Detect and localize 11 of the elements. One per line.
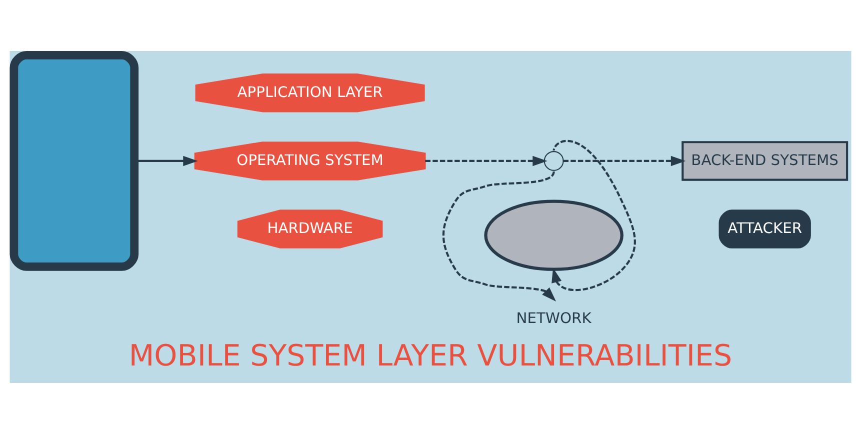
arrow [551, 139, 636, 291]
diagram-title: MOBILE SYSTEM LAYER VULNERABILITIES [128, 338, 732, 372]
node-box: ATTACKER [718, 209, 810, 248]
node-circle [543, 150, 564, 170]
node-box [9, 50, 138, 270]
arrow [562, 155, 686, 166]
node-text: NETWORK [516, 309, 591, 326]
node-box: BACK-END SYSTEMS [681, 140, 848, 180]
node-cloud [484, 199, 623, 270]
arrow [424, 155, 547, 166]
arrow [442, 170, 556, 301]
